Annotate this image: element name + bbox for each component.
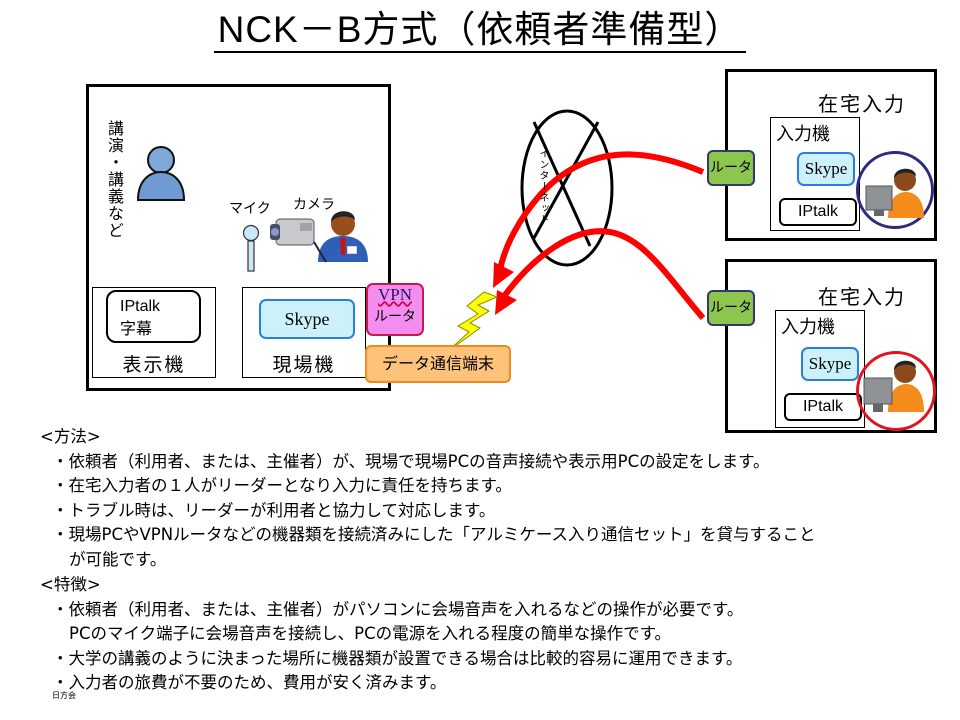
vpn-router: VPN ルータ — [366, 283, 424, 336]
features-item: ・大学の講義のように決まった場所に機器類が設置できる場合は比較的容易に運用できま… — [52, 648, 743, 668]
arrow-head-2 — [495, 290, 517, 315]
home-station-1-title: 在宅入力 — [818, 92, 906, 116]
internet-label: インターネット — [537, 148, 548, 225]
home-station-2-title: 在宅入力 — [818, 285, 906, 309]
home-station-1-skype: Skype — [797, 152, 855, 186]
method-item: ・現場PCやVPNルータなどの機器類を接続済みにした「アルミケース入り通信セット… — [52, 525, 816, 545]
site-machine-box: Skype 現場機 — [242, 287, 366, 378]
data-terminal: データ通信端末 — [365, 345, 511, 383]
home-station-1-input-machine: 入力機 Skype IPtalk — [770, 117, 860, 231]
internet-cross-line-a — [532, 121, 592, 247]
display-machine-box: IPtalk 字幕 表示機 — [92, 287, 216, 378]
method-item: ・トラブル時は、リーダーが利用者と協力して対応します。 — [52, 500, 496, 520]
home-station-1-machine-label: 入力機 — [776, 124, 830, 145]
iptalk-app-name: IPtalk — [120, 298, 161, 315]
home-station-2-machine-label: 入力機 — [781, 317, 835, 338]
vpn-router-label: ルータ — [374, 309, 416, 325]
method-item: ・依頼者（利用者、または、主催者）が、現場で現場PCの音声接続や表示用PCの設定… — [52, 451, 770, 471]
features-heading: <特徴> — [40, 575, 101, 594]
home-station-2-router: ルータ — [707, 290, 755, 326]
arrow-home1-to-terminal — [497, 151, 705, 271]
method-heading: <方法> — [40, 427, 101, 446]
footer-mark: 日方会 — [52, 691, 76, 700]
home-station-2-user-highlight — [856, 351, 936, 431]
site-machine-label: 現場機 — [272, 354, 336, 376]
mic-label: マイク — [229, 201, 271, 217]
method-item: ・在宅入力者の１人がリーダーとなり入力に責任を持ちます。 — [52, 476, 512, 496]
camera-label: カメラ — [293, 197, 335, 213]
internet-cross-line-b — [532, 121, 600, 239]
speaker-label: 講演・講義など — [105, 120, 124, 239]
arrow-head-1 — [493, 262, 514, 288]
display-machine-label: 表示機 — [122, 354, 186, 376]
home-station-1-user-highlight — [856, 151, 934, 229]
caption-label: 字幕 — [120, 319, 153, 338]
features-item: ・入力者の旅費が不要のため、費用が安く済みます。 — [52, 673, 447, 693]
home-station-1-router: ルータ — [707, 150, 755, 186]
iptalk-caption-app: IPtalk 字幕 — [106, 290, 201, 343]
title-text: NCK－B方式（依頼者準備型） — [213, 9, 747, 53]
arrow-home2-to-terminal — [502, 228, 706, 320]
method-item-continued: が可能です。 — [69, 549, 167, 569]
features-item-continued: PCのマイク端子に会場音声を接続し、PCの電源を入れる程度の簡単な操作です。 — [69, 624, 671, 644]
features-item: ・依頼者（利用者、または、主催者）がパソコンに会場音声を入れるなどの操作が必要で… — [52, 599, 744, 619]
home-station-2-input-machine: 入力機 Skype IPtalk — [775, 310, 865, 428]
home-station-2-iptalk: IPtalk — [784, 393, 862, 421]
page-title: NCK－B方式（依頼者準備型） — [0, 8, 960, 53]
site-skype-app: Skype — [259, 299, 355, 339]
internet-cloud — [520, 109, 614, 267]
lightning-icon — [446, 291, 499, 353]
home-station-2-skype: Skype — [801, 347, 859, 381]
method-section: <方法> ・依頼者（利用者、または、主催者）が、現場で現場PCの音声接続や表示用… — [40, 425, 940, 573]
home-station-1-iptalk: IPtalk — [779, 198, 857, 226]
vpn-label: VPN — [377, 285, 412, 304]
features-section: <特徴> ・依頼者（利用者、または、主催者）がパソコンに会場音声を入れるなどの操… — [40, 573, 940, 696]
